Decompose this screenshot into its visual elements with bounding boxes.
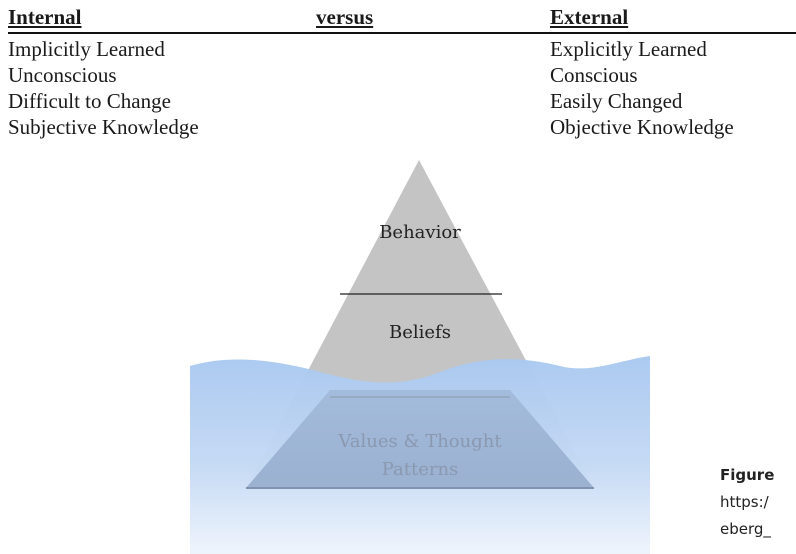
external-item: Easily Changed [550, 89, 683, 113]
internal-header: Internal [8, 5, 82, 29]
behavior-label: Behavior [379, 222, 461, 243]
internal-item: Unconscious [8, 63, 117, 87]
header-rule [8, 32, 796, 34]
external-header: External [550, 5, 629, 29]
submerged-triangle [246, 390, 594, 488]
figure-label: Figure [720, 466, 775, 484]
internal-column: Implicitly Learned Unconscious Difficult… [8, 36, 199, 140]
figure-caption: Figure https:/ eberg_ [720, 462, 796, 543]
external-item: Explicitly Learned [550, 37, 707, 61]
internal-item: Difficult to Change [8, 89, 171, 113]
external-item: Conscious [550, 63, 638, 87]
external-item: Objective Knowledge [550, 115, 734, 139]
caption-link-line: eberg_ [720, 520, 771, 538]
internal-item: Subjective Knowledge [8, 115, 199, 139]
internal-item: Implicitly Learned [8, 37, 165, 61]
external-column: Explicitly Learned Conscious Easily Chan… [550, 36, 734, 140]
versus-header: versus [316, 5, 374, 29]
beliefs-label: Beliefs [389, 322, 451, 343]
caption-link-line: https:/ [720, 493, 769, 511]
values-label: Values & Thought Patterns [338, 431, 502, 480]
